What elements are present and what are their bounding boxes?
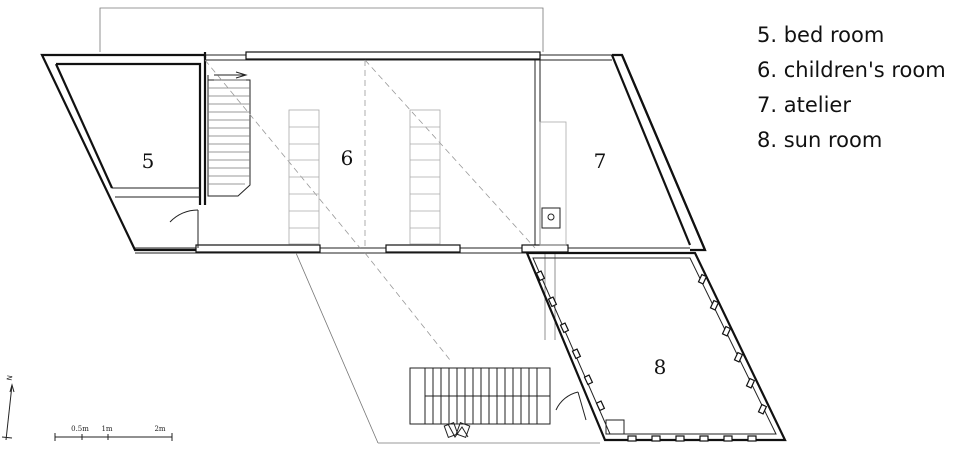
north-arrow-icon: N <box>1 375 15 441</box>
room-legend: 5. bed room 6. children's room 7. atelie… <box>757 18 946 158</box>
atelier-counter <box>539 121 567 246</box>
scale-label-2m: 2m <box>154 425 165 433</box>
void-dashed-lines <box>204 59 536 361</box>
legend-item-sun-room: 8. sun room <box>757 128 883 152</box>
legend-item-bed-room: 5. bed room <box>757 23 885 47</box>
legend-item-atelier: 7. atelier <box>757 93 851 117</box>
bookshelf-right <box>409 109 441 245</box>
door-room-5 <box>169 209 199 248</box>
sun-room-walls <box>525 251 787 442</box>
room-label-6: 6 <box>341 146 354 170</box>
room-label-7: 7 <box>594 149 607 173</box>
bookshelf-left <box>288 109 320 245</box>
lower-level-outline <box>295 252 600 444</box>
stair-upper <box>207 71 251 197</box>
door-lower <box>555 391 587 421</box>
windows-top <box>195 51 569 253</box>
stair-lower <box>409 367 551 438</box>
room-label-5: 5 <box>142 149 155 173</box>
north-label: N <box>6 375 15 382</box>
legend-item-childrens-room: 6. children's room <box>757 58 946 82</box>
scale-label-half: 0.5m <box>71 425 89 433</box>
scale-bar: 0.5m 1m 2m <box>54 425 173 441</box>
room-label-8: 8 <box>654 355 667 379</box>
scale-label-1m: 1m <box>101 425 112 433</box>
roof-outline <box>99 7 544 52</box>
